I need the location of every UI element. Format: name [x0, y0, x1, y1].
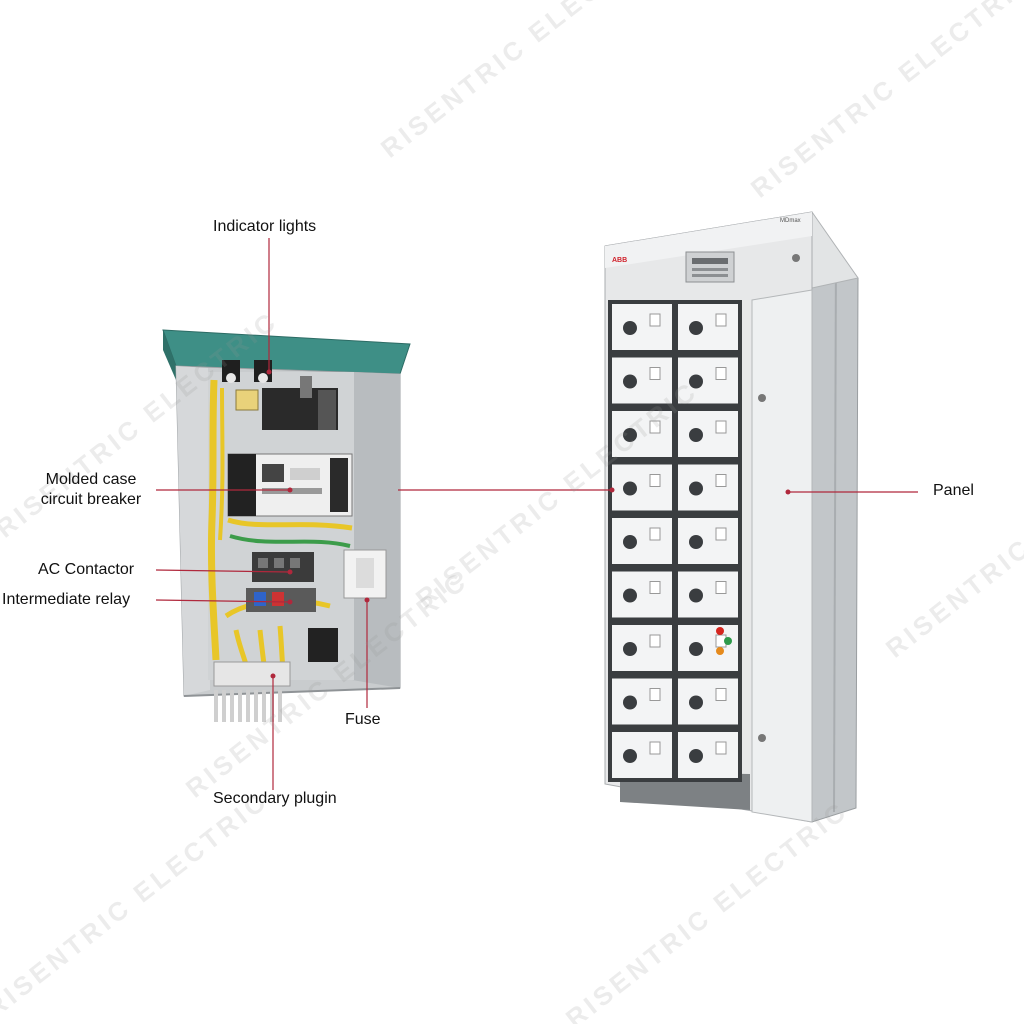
drawer-knob-icon: [689, 481, 703, 496]
drawer-knob-icon: [689, 374, 703, 389]
drawer-face: [678, 571, 738, 618]
drawer-label-plate: [715, 688, 727, 701]
drawer-label-plate: [649, 741, 661, 755]
drawer-face: [678, 732, 738, 778]
drawer-label-plate: [715, 313, 727, 327]
drawer-face: [612, 357, 672, 404]
label-molded-case-line1: Molded case: [45, 471, 137, 488]
drawer-knob-icon: [689, 642, 703, 656]
label-panel: Panel: [933, 482, 974, 499]
plugin-pins: [214, 690, 282, 722]
drawer-label-plate: [715, 527, 727, 541]
label-ac-contactor: AC Contactor: [38, 561, 135, 578]
drawer-face: [612, 732, 672, 778]
drawer-label-plate: [649, 688, 661, 701]
cabinet-model-label: MDmax: [780, 218, 801, 224]
drawer-face: [678, 625, 738, 671]
label-fuse: Fuse: [345, 711, 381, 728]
drawer-knob-icon: [689, 428, 703, 442]
label-intermediate-relay: Intermediate relay: [2, 591, 131, 608]
push-button-icon: [716, 647, 724, 655]
drawer-face: [612, 304, 672, 350]
leader-intermediate-relay: [155, 599, 291, 603]
cabinet-illustration: [604, 211, 859, 823]
drawer-face: [678, 357, 738, 404]
drawer-label-plate: [649, 581, 661, 594]
drawer-knob-icon: [623, 749, 637, 763]
drawer-face: [612, 625, 672, 671]
leader-ac-contactor: [155, 569, 291, 573]
drawer-face: [678, 464, 738, 511]
drawer-label-plate: [649, 527, 661, 541]
drawer-knob-icon: [689, 321, 703, 335]
drawer-knob-icon: [623, 321, 637, 335]
drawer-label-plate: [649, 420, 661, 434]
drawer-label-plate: [649, 313, 661, 327]
drawer-face: [612, 571, 672, 618]
drawer-knob-icon: [623, 535, 637, 549]
nameplate: [685, 251, 735, 283]
drawer-knob-icon: [623, 374, 637, 389]
drawer-grid: [608, 300, 742, 782]
drawer-face: [612, 411, 672, 457]
leader-dots: [266, 369, 791, 679]
drawer-label-plate: [715, 474, 727, 487]
drawer-knob-icon: [689, 749, 703, 763]
drawer-label-plate: [715, 420, 727, 434]
drawer-face: [612, 678, 672, 725]
drawer-label-plate: [649, 474, 661, 487]
panel-door: [751, 289, 813, 823]
drawer-face: [678, 304, 738, 350]
drawer-label-plate: [649, 367, 661, 380]
drawer-face: [678, 411, 738, 457]
drawer-unit-illustration: [162, 329, 411, 722]
label-molded-case-circuit-breaker: Molded case circuit breaker: [26, 470, 156, 510]
label-indicator-lights: Indicator lights: [213, 218, 317, 235]
label-molded-case-line2: circuit breaker: [40, 491, 142, 508]
drawer-label-plate: [715, 367, 727, 380]
drawer-knob-icon: [623, 642, 637, 656]
drawer-knob-icon: [623, 428, 637, 442]
push-button-icon: [724, 637, 732, 645]
drawer-face: [612, 464, 672, 511]
drawer-knob-icon: [623, 588, 637, 603]
drawer-face: [678, 678, 738, 725]
secondary-plugin-strip: [213, 661, 291, 687]
cabinet-brand-logo: ABB: [612, 257, 627, 264]
drawer-face: [612, 518, 672, 564]
drawer-knob-icon: [623, 695, 637, 710]
label-secondary-plugin: Secondary plugin: [213, 790, 337, 807]
drawer-label-plate: [715, 741, 727, 755]
drawer-knob-icon: [689, 588, 703, 603]
push-button-icon: [716, 627, 724, 635]
drawer-label-plate: [715, 581, 727, 594]
drawer-knob-icon: [689, 695, 703, 710]
drawer-face: [678, 518, 738, 564]
drawer-label-plate: [649, 634, 661, 648]
drawer-knob-icon: [689, 535, 703, 549]
drawer-knob-icon: [623, 481, 637, 496]
leader-lines: [155, 238, 918, 790]
